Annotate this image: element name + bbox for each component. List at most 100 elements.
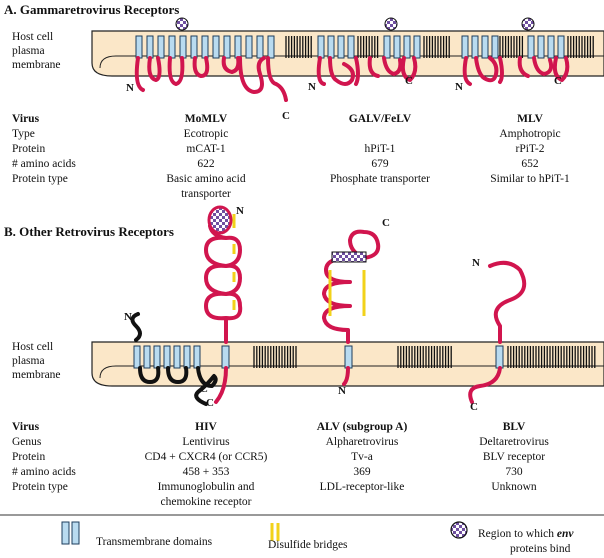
momlv-tm-domain-9 (223, 35, 231, 59)
cd4-chain (204, 224, 243, 404)
mlv-tm-domain-2 (471, 35, 479, 59)
mlv-tm-domain-b-2 (537, 35, 545, 59)
mlv-tm-domain-b-4 (557, 35, 565, 59)
svg-text:CD4 + CXCR4 (or CCR5): CD4 + CXCR4 (or CCR5) (145, 451, 268, 463)
section-b-table: Virus Genus Protein # amino acids Protei… (12, 421, 549, 508)
galv-receptor: N C (285, 17, 450, 93)
svg-text:MLV: MLV (517, 113, 543, 125)
svg-text:LDL-receptor-like: LDL-receptor-like (320, 481, 405, 493)
cxcr4-tm-domain-2 (143, 345, 151, 369)
legend-env-label-2: proteins bind (510, 543, 571, 555)
cxcr4-n-terminal: N (124, 311, 132, 323)
momlv-tm-domain-10 (234, 35, 242, 59)
legend-env-label: Region to which env (478, 528, 574, 540)
legend: Transmembrane domains Disulfide bridges … (61, 521, 574, 555)
row-label-ptype-a: Protein type (12, 173, 68, 185)
svg-text:Lentivirus: Lentivirus (182, 436, 230, 448)
galv-tm-domain-b-2 (393, 35, 401, 59)
momlv-receptor: N C (126, 17, 290, 122)
momlv-tm-domain-11 (245, 35, 253, 59)
svg-text:BLV: BLV (503, 421, 526, 433)
svg-text:membrane: membrane (12, 59, 61, 71)
tva-tm-domain-1 (344, 345, 353, 369)
blv-receptor: N C (468, 257, 596, 413)
svg-text:622: 622 (197, 158, 215, 170)
cxcr4-tm-domain-5 (173, 345, 181, 369)
momlv-tm-domain-6 (190, 35, 198, 59)
momlv-tm-domain-4 (168, 35, 176, 59)
mlv-tm-domain-b-1 (527, 35, 535, 59)
row-label-virus-a: Virus (12, 113, 40, 125)
col-alv: ALV (subgroup A) Alpharetrovirus Tv-a 36… (317, 421, 408, 493)
momlv-env-region (175, 17, 189, 31)
svg-text:Unknown: Unknown (491, 481, 537, 493)
cd4-n-terminal: N (236, 205, 244, 217)
alv-receptor: C N (253, 217, 452, 397)
section-a-membrane-label: Host cell plasma membrane (12, 31, 61, 71)
blv-n-terminal: N (472, 257, 480, 269)
legend-env-swatch (450, 521, 468, 539)
svg-text:ALV (subgroup A): ALV (subgroup A) (317, 421, 408, 433)
legend-tm-label: Transmembrane domains (96, 536, 213, 548)
svg-text:679: 679 (371, 158, 389, 170)
mlv-env-region (521, 17, 535, 31)
galv-c-terminal: C (405, 75, 413, 87)
mlv-c-terminal: C (554, 75, 562, 87)
momlv-tm-domain-12 (256, 35, 264, 59)
cxcr4-tm-domain-4 (163, 345, 171, 369)
momlv-tm-domain-2 (146, 35, 154, 59)
mlv-tm-domain-3 (481, 35, 489, 59)
mlv-tm-domain-4 (491, 35, 499, 59)
mlv-chain (462, 56, 570, 86)
legend-tm-swatch-2 (71, 521, 80, 545)
svg-text:Host cell: Host cell (12, 341, 53, 353)
galv-chain (316, 56, 418, 86)
legend-disulfide-label: Disulfide bridges (268, 539, 348, 551)
cd4-c-terminal: C (206, 397, 214, 409)
galv-env-region (384, 17, 398, 31)
svg-text:Amphotropic: Amphotropic (499, 128, 560, 140)
svg-text:Immunoglobulin and: Immunoglobulin and (158, 481, 255, 493)
momlv-tm-domain-13 (267, 35, 275, 59)
momlv-tm-domain-5 (179, 35, 187, 59)
membrane-a-inner-line (99, 55, 604, 69)
svg-text:transporter: transporter (181, 188, 231, 200)
galv-tm-domain-1 (317, 35, 325, 59)
section-a-table: Virus Type Protein # amino acids Protein… (12, 113, 570, 200)
svg-text:GALV/FeLV: GALV/FeLV (349, 113, 412, 125)
blv-chain (468, 260, 527, 404)
col-blv: BLV Deltaretrovirus BLV receptor 730 Unk… (479, 421, 549, 493)
row-label-amino-a: # amino acids (12, 158, 76, 170)
row-label-amino-b: # amino acids (12, 466, 76, 478)
svg-text:458 + 353: 458 + 353 (183, 466, 230, 478)
momlv-tm-domain-8 (212, 35, 220, 59)
row-label-virus-b: Virus (12, 421, 40, 433)
galv-tm-domain-b-4 (413, 35, 421, 59)
svg-text:Host cell: Host cell (12, 31, 53, 43)
row-label-protein-a: Protein (12, 143, 45, 155)
svg-text:membrane: membrane (12, 369, 61, 381)
svg-text:hPiT-1: hPiT-1 (365, 143, 396, 155)
row-label-protein-b: Protein (12, 451, 45, 463)
svg-text:730: 730 (505, 466, 523, 478)
momlv-n-terminal: N (126, 82, 134, 94)
svg-text:Phosphate transporter: Phosphate transporter (330, 173, 430, 185)
section-b-membrane-label: Host cell plasma membrane (12, 341, 61, 381)
tva-env-region (331, 251, 367, 263)
svg-text:BLV receptor: BLV receptor (483, 451, 545, 463)
cxcr4-chain (130, 312, 218, 406)
momlv-tm-domain-7 (201, 35, 209, 59)
cxcr4-c-terminal: C (200, 383, 208, 395)
cxcr4-tm-domain-1 (133, 345, 141, 369)
galv-tm-domain-b-1 (383, 35, 391, 59)
svg-text:Basic amino acid: Basic amino acid (166, 173, 245, 185)
mlv-receptor: N C (455, 17, 594, 93)
svg-text:652: 652 (521, 158, 539, 170)
svg-text:Ecotropic: Ecotropic (184, 128, 229, 140)
momlv-c-terminal: C (282, 110, 290, 122)
galv-tm-domain-2 (327, 35, 335, 59)
galv-tm-domain-3 (337, 35, 345, 59)
cd4-env-region (207, 205, 233, 235)
tva-n-terminal: N (338, 385, 346, 397)
